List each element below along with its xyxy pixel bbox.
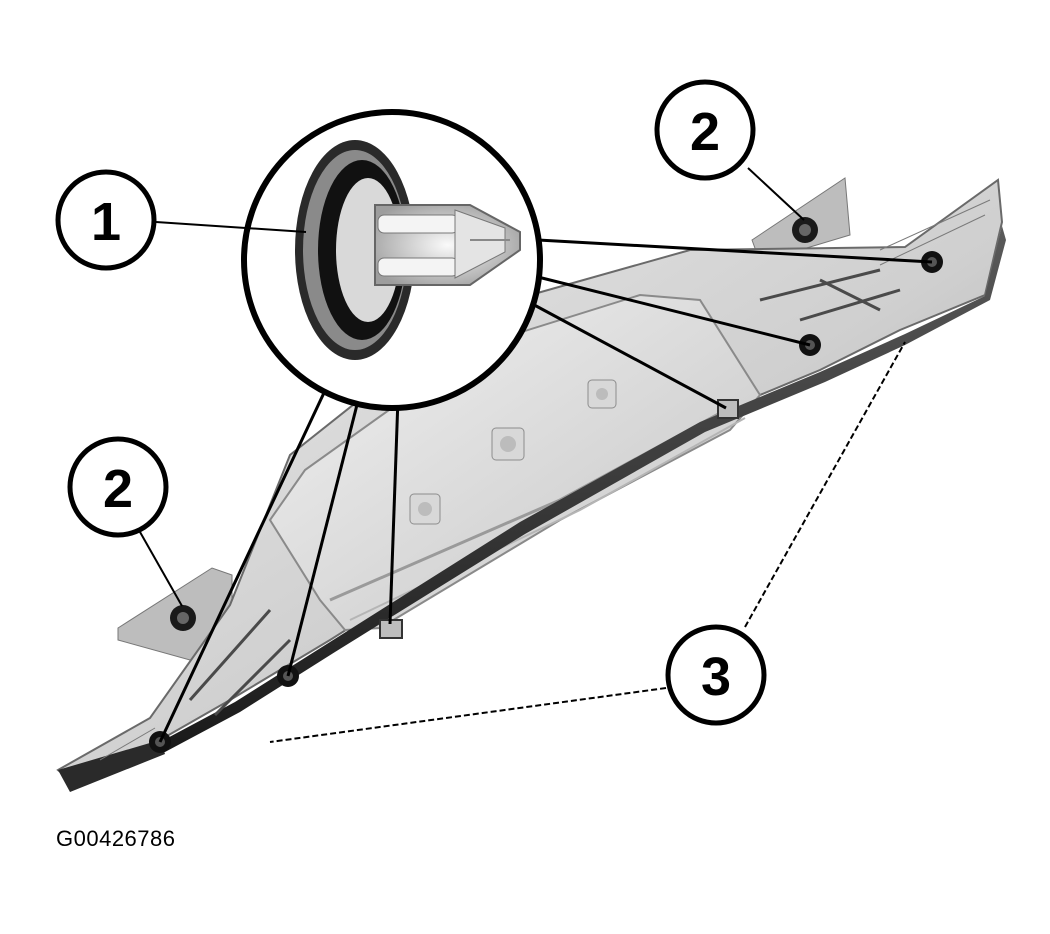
leader-3-lower [269, 687, 667, 743]
bracket-stud-top [792, 217, 818, 243]
callout-3-label: 3 [701, 647, 731, 707]
zoom-circle-outline [241, 109, 543, 411]
callout-2-top-label: 2 [690, 102, 720, 162]
callout-1: 1 [55, 169, 157, 271]
callout-2-left: 2 [67, 436, 169, 538]
clip-leader-lines [158, 238, 933, 743]
leader-2-top [747, 167, 805, 221]
callout-2-top: 2 [654, 79, 756, 181]
callout-1-label: 1 [91, 192, 121, 252]
callout-2-left-label: 2 [103, 459, 133, 519]
bracket-stud-left [170, 605, 196, 631]
leader-1 [155, 221, 307, 233]
figure-id: G00426786 [56, 826, 176, 851]
callout-leaders [139, 167, 906, 743]
clip-detail-zoom [241, 109, 543, 411]
panel-hatching [188, 268, 901, 717]
clip-hole-center [717, 399, 739, 419]
leader-2-left [139, 531, 183, 607]
leader-3-upper [744, 341, 906, 628]
callout-3: 3 [665, 624, 767, 726]
